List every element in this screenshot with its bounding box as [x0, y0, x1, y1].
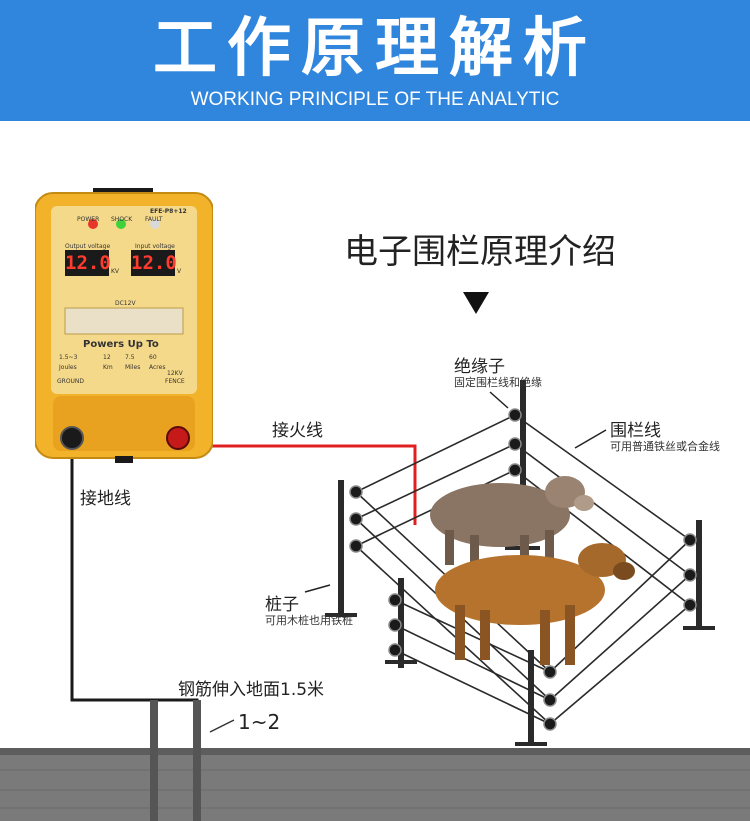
output-display: 12.0 — [65, 250, 111, 276]
device-model: EFE-P8+12 — [150, 208, 187, 215]
fence-wire-desc: 可用普通铁丝或合金线 — [610, 440, 720, 453]
fence-kv-label: 12KV — [167, 370, 183, 377]
spec-joules-value: 1.5~3 — [59, 354, 78, 361]
device-brand: Powers Up To — [83, 339, 159, 350]
spec-miles-value: 7.5 — [125, 354, 135, 361]
fence-wire-pointer — [574, 429, 607, 449]
fence-energizer: EFE-P8+12 POWER SHOCK FAULT Output volta… — [35, 188, 213, 463]
soil-hatch — [0, 769, 750, 809]
post-label: 桩子 — [265, 595, 299, 615]
live-wire-label: 接火线 — [272, 421, 323, 441]
page-title: 工作原理解析 — [153, 12, 597, 86]
page-subtitle: WORKING PRINCIPLE OF THE ANALYTIC — [190, 89, 560, 110]
output-unit: KV — [111, 268, 120, 275]
spec-miles-unit: Miles — [125, 364, 141, 371]
insulator-icon — [349, 408, 697, 731]
spec-km-unit: Km — [103, 364, 113, 371]
ground-wire-label: 接地线 — [80, 489, 131, 509]
fence-wire-label: 围栏线 — [610, 421, 661, 441]
down-arrow-icon — [463, 292, 489, 314]
spec-acres-value: 60 — [149, 354, 157, 361]
spec-acres-unit: Acres — [149, 364, 166, 371]
spec-km-value: 12 — [103, 354, 111, 361]
ground-terminal-label: GROUND — [57, 378, 85, 385]
output-voltage-label: Output voltage — [65, 243, 111, 250]
fence-terminal-label: FENCE — [165, 378, 185, 385]
dc-label: DC12V — [115, 300, 136, 307]
input-voltage-label: Input voltage — [135, 243, 175, 250]
spec-joules-unit: Joules — [59, 364, 77, 371]
input-unit: V — [177, 268, 182, 275]
rebar-label: 钢筋伸入地面1.5米 — [178, 680, 325, 700]
indicator-shock: SHOCK — [111, 216, 133, 223]
indicator-power: POWER — [77, 216, 100, 223]
post-desc: 可用木桩也用铁桩 — [265, 614, 353, 627]
intro-title: 电子围栏原理介绍 — [344, 232, 616, 272]
rebar-pointer — [209, 719, 235, 733]
header-banner: 工作原理解析 WORKING PRINCIPLE OF THE ANALYTIC — [0, 0, 750, 121]
rebar-left — [150, 700, 158, 821]
live-wire — [178, 444, 417, 525]
indicator-fault: FAULT — [145, 216, 163, 223]
input-display: 12.0 — [131, 250, 177, 276]
insulator-desc: 固定围栏线和绝缘 — [454, 376, 542, 389]
cow-back-icon — [430, 476, 594, 565]
insulator-label: 绝缘子 — [454, 357, 505, 377]
rebar-right — [193, 700, 201, 821]
ground-surface — [0, 748, 750, 755]
ground-soil — [0, 748, 750, 821]
rebar-count: 1~2 — [238, 710, 281, 734]
insulator-pointer — [489, 391, 509, 409]
post-pointer — [304, 584, 331, 593]
cow-front-icon — [435, 543, 635, 665]
